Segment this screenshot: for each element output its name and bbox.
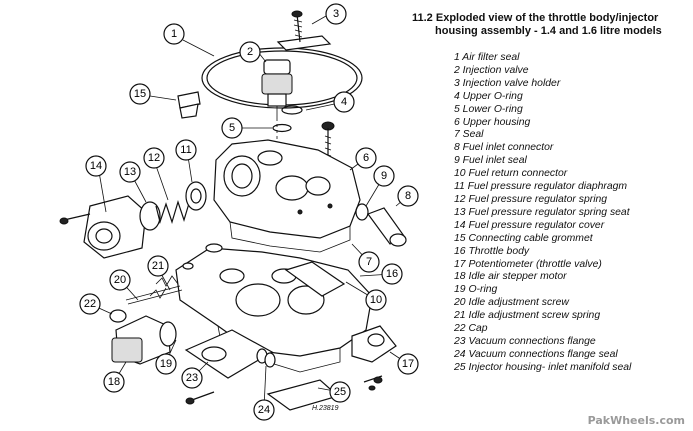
legend-item: 19 O-ring xyxy=(454,284,498,296)
legend-item: 21 Idle adjustment screw spring xyxy=(454,310,601,322)
callout-markers: 1 2 3 4 5 6 7 8 9 10 11 12 13 14 15 16 1… xyxy=(79,3,419,421)
svg-text:6: 6 xyxy=(363,152,369,164)
figure-caption: 11.2 Exploded view of the throttle body/… xyxy=(412,12,682,38)
svg-text:15: 15 xyxy=(134,88,146,100)
legend-item: 7 Seal xyxy=(454,129,484,141)
cable-grommet-part xyxy=(177,91,201,119)
callout-21: 21 xyxy=(147,255,169,277)
svg-text:16: 16 xyxy=(386,268,398,280)
callout-16: 16 xyxy=(381,263,403,285)
legend-item: 10 Fuel return connector xyxy=(454,168,568,180)
legend-item: 2 Injection valve xyxy=(454,64,529,76)
svg-text:22: 22 xyxy=(84,298,96,310)
legend-item: 9 Fuel inlet seal xyxy=(454,155,527,167)
svg-text:24: 24 xyxy=(258,404,270,416)
svg-text:17: 17 xyxy=(402,358,414,370)
callout-9: 9 xyxy=(373,165,395,187)
fuel-pressure-regulator-parts xyxy=(59,181,207,259)
legend-item: 24 Vacuum connections flange seal xyxy=(454,348,618,360)
callout-4: 4 xyxy=(333,91,355,113)
callout-3: 3 xyxy=(325,3,347,25)
callout-20: 20 xyxy=(109,269,131,291)
lower-o-ring-part xyxy=(272,123,292,133)
legend-item: 15 Connecting cable grommet xyxy=(454,232,593,244)
svg-text:8: 8 xyxy=(405,190,411,202)
legend-item: 13 Fuel pressure regulator spring seat xyxy=(454,206,630,218)
legend-item: 20 Idle adjustment screw xyxy=(454,297,569,309)
potentiometer-part xyxy=(351,325,397,391)
legend-item: 11 Fuel pressure regulator diaphragm xyxy=(454,181,628,193)
svg-text:5: 5 xyxy=(229,122,235,134)
svg-text:7: 7 xyxy=(366,256,372,268)
svg-text:9: 9 xyxy=(381,170,387,182)
callout-10: 10 xyxy=(365,289,387,311)
legend-item: 16 Throttle body xyxy=(454,245,530,257)
callout-8: 8 xyxy=(397,185,419,207)
vacuum-flange-part xyxy=(184,329,276,405)
svg-text:23: 23 xyxy=(186,372,198,384)
legend-item: 6 Upper housing xyxy=(454,116,531,128)
upper-housing-part xyxy=(213,139,361,253)
fuel-inlet-connector-part xyxy=(355,203,407,247)
idle-stepper-motor-part xyxy=(109,275,183,365)
legend-item: 4 Upper O-ring xyxy=(454,90,523,102)
parts-legend: 1 Air filter seal 2 Injection valve 3 In… xyxy=(454,52,631,375)
callout-2: 2 xyxy=(239,41,261,63)
svg-text:20: 20 xyxy=(114,274,126,286)
svg-text:18: 18 xyxy=(108,376,120,388)
callout-22: 22 xyxy=(79,293,101,315)
callout-14: 14 xyxy=(85,155,107,177)
legend-item: 25 Injector housing- inlet manifold seal xyxy=(454,361,632,373)
svg-text:25: 25 xyxy=(334,386,346,398)
legend-item: 12 Fuel pressure regulator spring xyxy=(454,193,608,205)
callout-6: 6 xyxy=(355,147,377,169)
callout-11: 11 xyxy=(175,139,197,161)
callout-23: 23 xyxy=(181,367,203,389)
callout-5: 5 xyxy=(221,117,243,139)
caption-line-2: housing assembly - 1.4 and 1.6 litre mod… xyxy=(435,25,662,37)
throttle-body-part xyxy=(175,243,373,373)
legend-item: 14 Fuel pressure regulator cover xyxy=(454,219,605,231)
callout-15: 15 xyxy=(129,83,151,105)
callout-17: 17 xyxy=(397,353,419,375)
svg-text:14: 14 xyxy=(90,160,102,172)
svg-text:10: 10 xyxy=(370,294,382,306)
callout-12: 12 xyxy=(143,147,165,169)
legend-item: 23 Vacuum connections flange xyxy=(454,335,596,347)
legend-item: 22 Cap xyxy=(454,323,488,335)
svg-text:1: 1 xyxy=(171,28,177,40)
legend-item: 18 Idle air stepper motor xyxy=(454,271,567,283)
callout-13: 13 xyxy=(119,161,141,183)
callout-7: 7 xyxy=(358,251,380,273)
injection-valve-part xyxy=(261,59,293,118)
callout-18: 18 xyxy=(103,371,125,393)
svg-text:3: 3 xyxy=(333,8,339,20)
callout-24: 24 xyxy=(253,399,275,421)
legend-item: 8 Fuel inlet connector xyxy=(454,142,554,154)
callout-1: 1 xyxy=(163,23,185,45)
svg-text:13: 13 xyxy=(124,166,136,178)
legend-item: 5 Lower O-ring xyxy=(454,103,523,115)
legend-item: 1 Air filter seal xyxy=(454,52,520,63)
caption-line-1: 11.2 Exploded view of the throttle body/… xyxy=(412,12,659,24)
svg-text:12: 12 xyxy=(148,152,160,164)
svg-text:2: 2 xyxy=(247,46,253,58)
callout-19: 19 xyxy=(155,353,177,375)
svg-text:19: 19 xyxy=(160,358,172,370)
injection-valve-holder-part xyxy=(276,10,332,51)
drawing-code: H.23819 xyxy=(312,405,339,412)
svg-text:11: 11 xyxy=(180,144,191,156)
callout-25: 25 xyxy=(329,381,351,403)
legend-item: 17 Potentiometer (throttle valve) xyxy=(454,258,602,270)
watermark: PakWheels.com xyxy=(587,414,685,427)
upper-o-ring-part xyxy=(281,105,303,115)
svg-text:4: 4 xyxy=(341,96,347,108)
legend-item: 3 Injection valve holder xyxy=(454,77,561,89)
svg-text:21: 21 xyxy=(152,260,164,272)
